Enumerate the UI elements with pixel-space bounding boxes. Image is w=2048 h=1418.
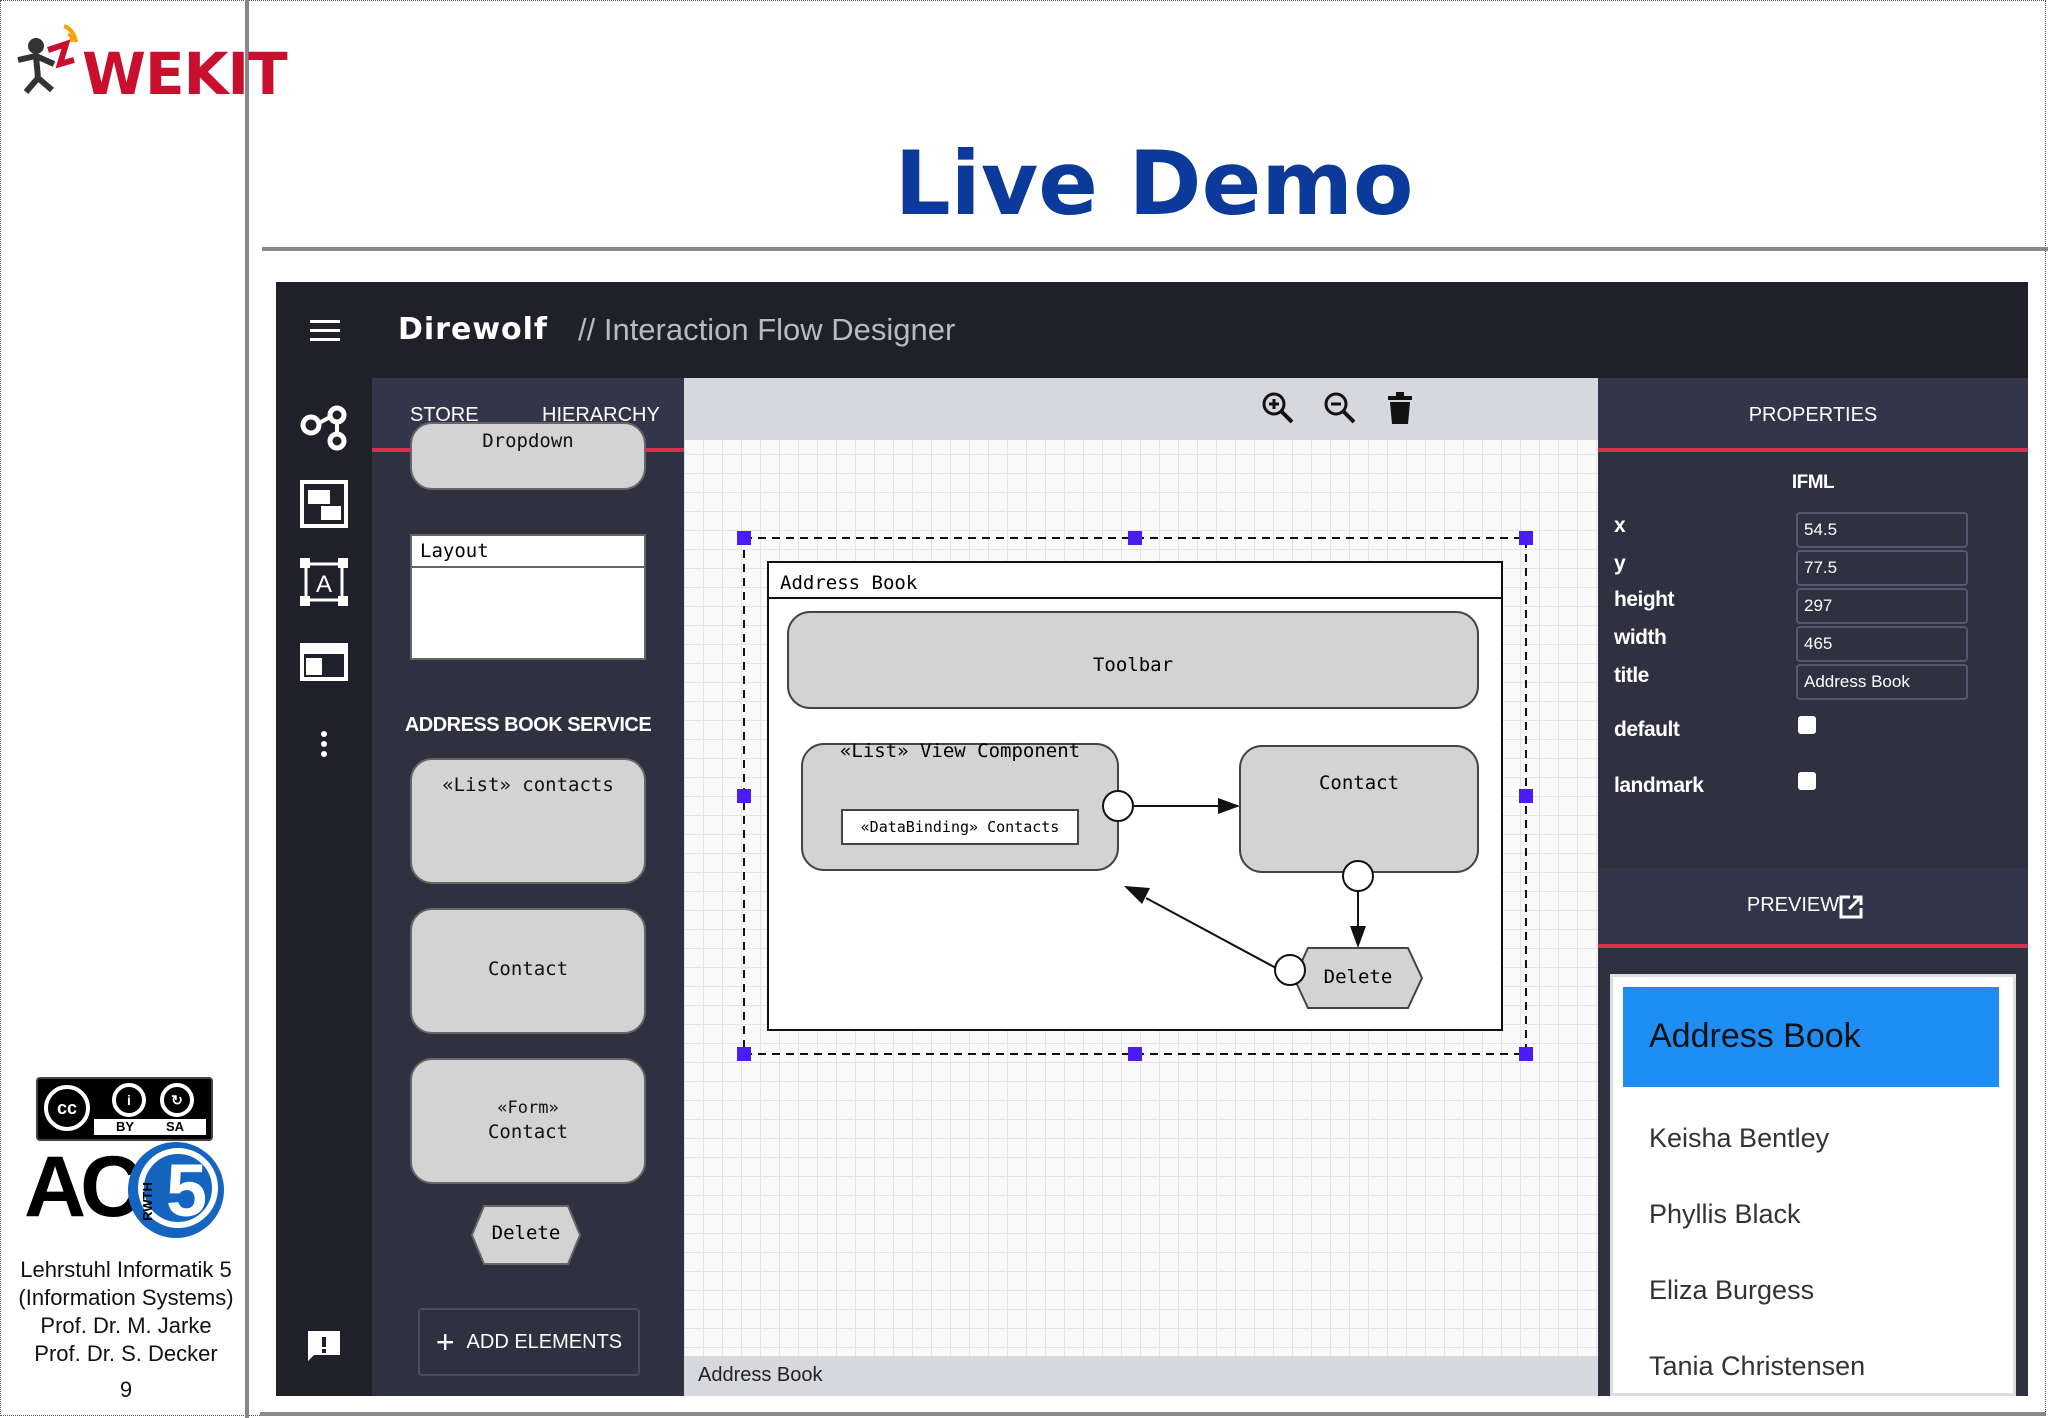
prop-x-input[interactable]: [1796, 512, 1968, 548]
app-subtitle: // Interaction Flow Designer: [578, 312, 956, 347]
preview-label: PREVIEW: [1746, 894, 1840, 916]
wekit-logo: [8, 12, 244, 102]
preview-title: Address Book: [1649, 1017, 1861, 1055]
slide-title: Live Demo: [894, 132, 1414, 235]
prop-title-label: title: [1614, 664, 1649, 687]
app-brand: Direwolf: [398, 312, 548, 347]
delete-icon[interactable]: [1382, 390, 1418, 426]
title-underline: [262, 247, 2048, 251]
tab-hierarchy[interactable]: HIERARCHY: [542, 404, 660, 426]
properties-panel: PROPERTIES IFML x y height width title d…: [1598, 378, 2028, 1396]
attribution-icon: i: [112, 1083, 146, 1117]
list-view-node[interactable]: «List» View Component: [839, 740, 1081, 762]
cc-license-badge: cc i ↻ BY SA: [36, 1077, 213, 1141]
canvas-toolbar: [684, 378, 1598, 440]
left-column-divider: [245, 0, 249, 1418]
footer-line-3: Prof. Dr. M. Jarke: [40, 1313, 212, 1338]
dropdown-card[interactable]: Dropdown: [410, 422, 646, 490]
more-vert-icon[interactable]: [296, 716, 352, 772]
open-in-new-icon[interactable]: [1838, 894, 1864, 920]
feedback-icon[interactable]: [296, 1318, 352, 1374]
preview-header[interactable]: PREVIEW: [1598, 868, 2028, 948]
prop-width-label: width: [1614, 626, 1667, 649]
prop-y-label: y: [1614, 552, 1626, 575]
add-elements-label: ADD ELEMENTS: [466, 1330, 623, 1353]
databinding-label: «DataBinding» Contacts: [860, 818, 1060, 836]
contact-node[interactable]: Contact: [1318, 772, 1400, 794]
delete-card-label: Delete: [491, 1222, 561, 1244]
design-canvas[interactable]: Address Book Toolbar «List» View Compone…: [684, 378, 1598, 1396]
app-window: Direwolf // Interaction Flow Designer A …: [276, 282, 2028, 1396]
layout-card[interactable]: Layout: [410, 534, 646, 660]
menu-icon[interactable]: [310, 320, 340, 342]
diagram: [737, 531, 1533, 1061]
zoom-in-icon[interactable]: [1260, 390, 1296, 426]
preview-indicator: [1598, 944, 2028, 948]
prop-landmark-label: landmark: [1614, 774, 1704, 797]
app-topbar: Direwolf // Interaction Flow Designer: [276, 282, 2028, 378]
prop-y-input[interactable]: [1796, 550, 1968, 586]
contact-card[interactable]: Contact: [410, 908, 646, 1034]
svg-text:A: A: [316, 571, 332, 598]
wekit-figure-icon: [17, 24, 78, 94]
ifml-section-label: IFML: [1791, 472, 1835, 493]
dropdown-card-label: Dropdown: [482, 430, 574, 452]
preview-window: Address Book Keisha Bentley Phyllis Blac…: [1610, 974, 2016, 1396]
container-title[interactable]: Address Book: [780, 572, 918, 594]
cc-by-label: BY: [116, 1119, 135, 1134]
contact-card-label: Contact: [487, 958, 569, 980]
prop-default-label: default: [1614, 718, 1680, 741]
share-alike-icon: ↻: [160, 1083, 194, 1117]
layout-card-label: Layout: [412, 536, 644, 568]
form-card-line1: «Form»: [497, 1098, 559, 1118]
shapes-icon[interactable]: [296, 400, 352, 456]
zoom-out-icon[interactable]: [1322, 390, 1358, 426]
list-contacts-card[interactable]: «List» contacts: [410, 758, 646, 884]
footer-line-2: (Information Systems): [18, 1285, 234, 1310]
canvas-status-text: Address Book: [698, 1364, 823, 1386]
bottom-divider: [260, 1412, 2046, 1416]
prop-height-input[interactable]: [1796, 588, 1968, 624]
prop-landmark-checkbox[interactable]: [1798, 772, 1816, 790]
store-panel: STORE HIERARCHY Dropdown Layout ADDRESS …: [372, 378, 684, 1396]
plus-icon: +: [435, 1324, 455, 1360]
prop-height-label: height: [1614, 588, 1675, 611]
wekit-logo-text: WEKIT: [82, 40, 288, 108]
window-icon[interactable]: [296, 634, 352, 690]
properties-indicator: [1598, 448, 2028, 452]
rwth-label: RWTH: [139, 1182, 155, 1221]
toolbar-node[interactable]: Toolbar: [1092, 654, 1174, 676]
preview-list-item[interactable]: Eliza Burgess: [1649, 1275, 1815, 1305]
tab-store[interactable]: STORE: [410, 404, 479, 426]
layout-icon[interactable]: [296, 476, 352, 532]
properties-header: PROPERTIES: [1598, 378, 2028, 452]
add-elements-button[interactable]: + ADD ELEMENTS: [418, 1308, 640, 1376]
footer-line-1: Lehrstuhl Informatik 5: [20, 1257, 232, 1282]
icon-rail: A: [276, 378, 372, 1396]
text-frame-icon[interactable]: A: [296, 554, 352, 610]
cc-icon: cc: [44, 1085, 90, 1131]
canvas-status-bar: [684, 1356, 1598, 1396]
list-contacts-card-label: «List» contacts: [442, 774, 614, 796]
preview-app-bar: Address Book: [1623, 987, 1999, 1087]
form-card-line2: Contact: [487, 1121, 569, 1143]
delete-node[interactable]: Delete: [1323, 966, 1393, 988]
prop-title-input[interactable]: [1796, 664, 1968, 700]
preview-list-item[interactable]: Tania Christensen: [1649, 1351, 1866, 1381]
page-number: 9: [119, 1377, 133, 1402]
address-book-service-label: ADDRESS BOOK SERVICE: [404, 714, 652, 736]
properties-title: PROPERTIES: [1748, 404, 1878, 426]
cc-sa-label: SA: [166, 1119, 185, 1134]
ac5-logo: AC5 5 RWTH: [24, 1140, 224, 1240]
form-contact-card[interactable]: «Form» Contact: [410, 1058, 646, 1184]
preview-list-item[interactable]: Keisha Bentley: [1649, 1123, 1830, 1153]
delete-card[interactable]: Delete: [470, 1204, 582, 1266]
preview-list-item[interactable]: Phyllis Black: [1649, 1199, 1801, 1229]
prop-width-input[interactable]: [1796, 626, 1968, 662]
prop-x-label: x: [1614, 514, 1626, 537]
footer-line-4: Prof. Dr. S. Decker: [34, 1341, 218, 1366]
prop-default-checkbox[interactable]: [1798, 716, 1816, 734]
